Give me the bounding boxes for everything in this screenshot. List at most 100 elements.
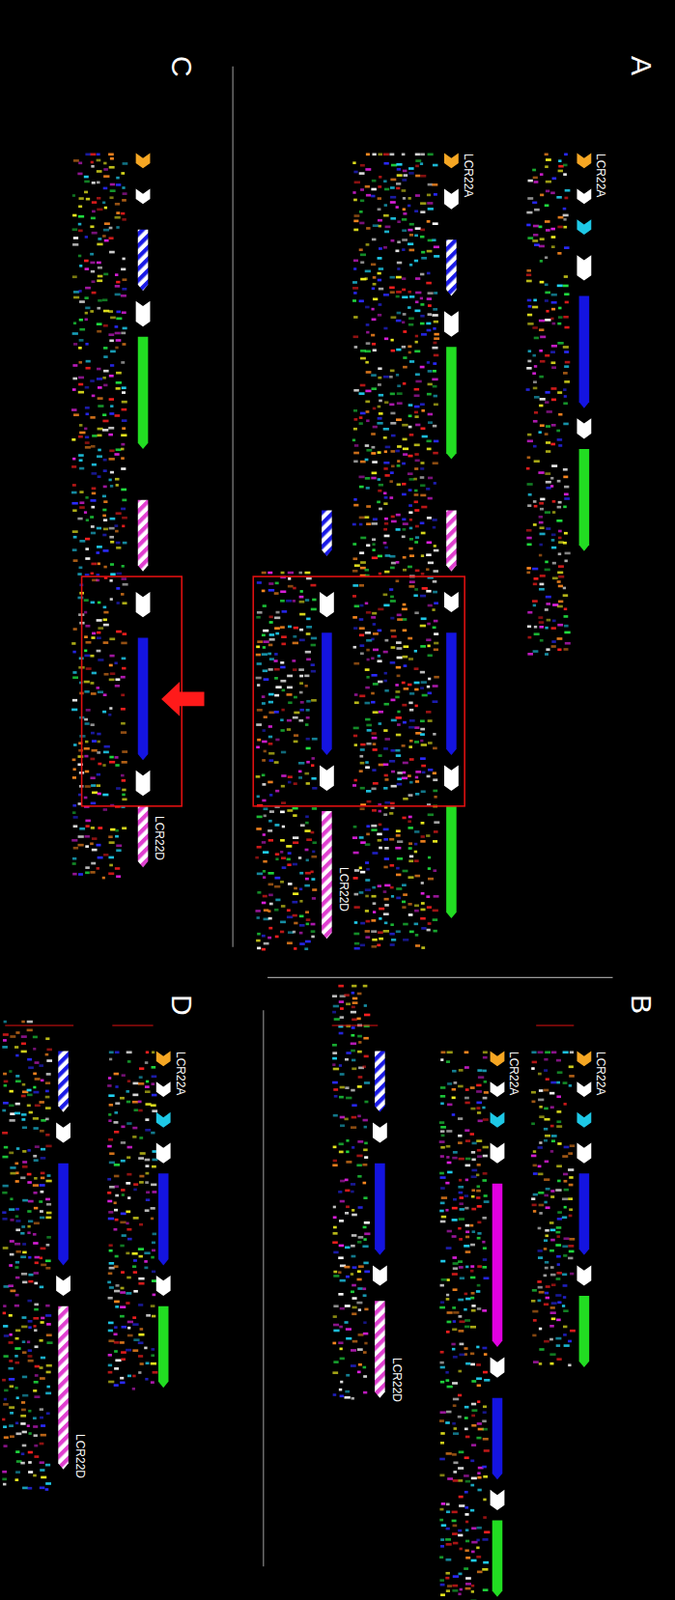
signal-dot [533, 604, 536, 608]
signal-dot [267, 571, 273, 575]
signal-dot [441, 1134, 446, 1138]
signal-dot [263, 750, 267, 754]
signal-dot [538, 515, 543, 519]
signal-dot [414, 209, 419, 213]
signal-dot [551, 640, 556, 644]
signal-dot [261, 740, 267, 744]
signal-dot [359, 421, 364, 425]
signal-dot [556, 1125, 563, 1128]
signal-dot [280, 661, 284, 665]
signal-dot [359, 299, 365, 303]
signal-dot [395, 528, 401, 532]
signal-dot [311, 598, 316, 602]
signal-dot [96, 867, 100, 871]
signal-dot [538, 225, 543, 229]
signal-dot [89, 681, 94, 685]
signal-dot [427, 304, 432, 308]
signal-dot [262, 870, 266, 873]
signal-dot [377, 376, 382, 380]
signal-dot [262, 850, 269, 854]
signal-dot [354, 701, 360, 704]
signal-dot [115, 211, 120, 215]
signal-dot [311, 888, 317, 892]
signal-dot [306, 782, 310, 786]
signal-dot [377, 839, 383, 843]
signal-dot [114, 202, 120, 206]
signal-dot [286, 719, 292, 723]
signal-dot [89, 758, 95, 761]
signal-dot [360, 198, 365, 202]
signal-dot [79, 501, 85, 505]
signal-dot [402, 568, 407, 572]
signal-dot [358, 392, 365, 395]
signal-dot [557, 647, 562, 651]
signal-dot [558, 530, 563, 534]
signal-dot [537, 1146, 543, 1150]
signal-dot [261, 652, 268, 656]
signal-dot [391, 515, 395, 519]
signal-dot [543, 1058, 548, 1062]
signal-dot [384, 801, 391, 805]
signal-dot [549, 1338, 554, 1342]
signal-dot [121, 577, 127, 581]
signal-dot [563, 631, 570, 635]
signal-dot [90, 572, 94, 576]
signal-dot [359, 416, 364, 420]
signal-dot [281, 610, 288, 614]
signal-dot [426, 272, 431, 276]
signal-dot [267, 909, 271, 913]
signal-dot [414, 349, 421, 353]
signal-dot [108, 856, 114, 860]
signal-dot [421, 892, 425, 896]
signal-dot [401, 189, 407, 193]
signal-dot [390, 412, 395, 416]
signal-dot [421, 532, 426, 535]
signal-dot [370, 929, 377, 933]
signal-dot [395, 929, 401, 933]
signal-dot [556, 1226, 563, 1230]
signal-dot [421, 435, 428, 439]
signal-dot [121, 278, 127, 282]
signal-dot [543, 1089, 550, 1093]
signal-dot [390, 566, 395, 570]
signal-dot [394, 683, 398, 687]
signal-dot [305, 650, 311, 654]
signal-dot [433, 642, 439, 646]
signal-dot [557, 252, 562, 255]
signal-dot [304, 571, 310, 575]
signal-dot [268, 589, 275, 592]
signal-dot [396, 384, 401, 388]
signal-dot [408, 815, 413, 819]
signal-dot [256, 845, 262, 849]
signal-dot [401, 218, 407, 222]
signal-dot [567, 1168, 574, 1172]
signal-dot [73, 824, 79, 828]
signal-dot [389, 286, 395, 290]
signal-dot [420, 322, 425, 326]
signal-dot [274, 710, 280, 714]
signal-dot [531, 1091, 536, 1095]
signal-dot [84, 547, 89, 551]
signal-dot [396, 783, 402, 787]
signal-dot [365, 895, 369, 899]
signal-dot [544, 472, 551, 476]
signal-dot [390, 749, 394, 753]
signal-dot [84, 740, 88, 744]
signal-dot [90, 802, 96, 806]
signal-dot [427, 477, 433, 480]
signal-dot [389, 588, 394, 591]
signal-dot [549, 1092, 555, 1096]
signal-dot [96, 322, 103, 326]
signal-dot [385, 554, 392, 558]
signal-dot [360, 164, 366, 168]
signal-dot [401, 608, 408, 612]
signal-dot [91, 632, 96, 636]
signal-dot [280, 810, 285, 814]
signal-dot [396, 618, 403, 621]
signal-dot [377, 659, 383, 663]
signal-dot [526, 467, 531, 471]
signal-dot [354, 779, 358, 783]
signal-dot [359, 694, 366, 698]
signal-dot [420, 297, 423, 301]
signal-dot [544, 299, 549, 303]
